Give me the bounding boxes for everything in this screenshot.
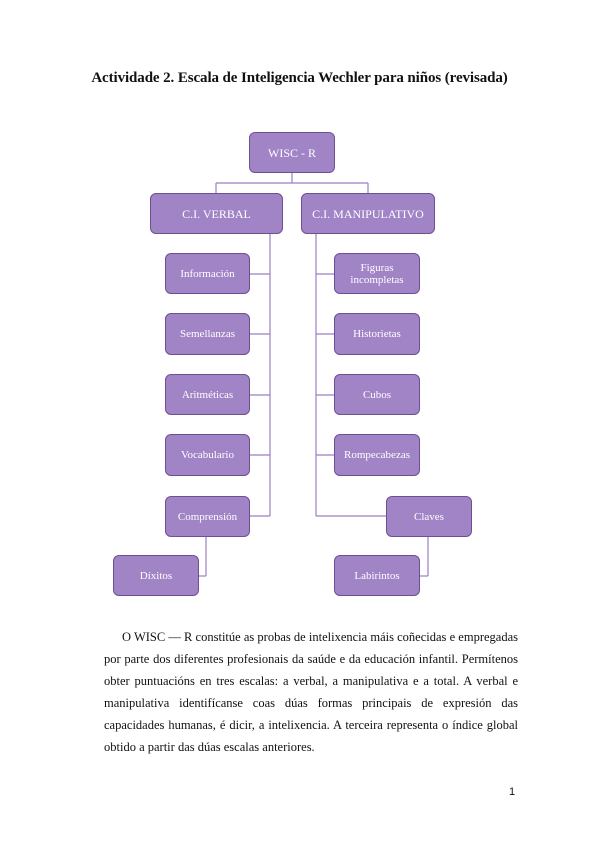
node-comprension: Comprensión bbox=[165, 496, 250, 537]
node-wisc-r: WISC - R bbox=[249, 132, 335, 173]
body-paragraph: O WISC — R constitúe as probas de inteli… bbox=[104, 626, 518, 758]
node-informacion: Información bbox=[165, 253, 250, 294]
node-dixitos: Díxitos bbox=[113, 555, 199, 596]
node-figuras-incompletas: Figuras incompletas bbox=[334, 253, 420, 294]
node-ci-verbal: C.I. VERBAL bbox=[150, 193, 283, 234]
node-aritmeticas: Aritméticas bbox=[165, 374, 250, 415]
page-number: 1 bbox=[509, 786, 516, 798]
node-historietas: Historietas bbox=[334, 313, 420, 355]
document-title: Actividade 2. Escala de Inteligencia Wec… bbox=[91, 70, 508, 86]
node-labirintos: Labirintos bbox=[334, 555, 420, 596]
node-rompecabezas: Rompecabezas bbox=[334, 434, 420, 476]
node-claves: Claves bbox=[386, 496, 472, 537]
node-cubos: Cubos bbox=[334, 374, 420, 415]
node-vocabulario: Vocabulario bbox=[165, 434, 250, 476]
node-semellanzas: Semellanzas bbox=[165, 313, 250, 355]
node-ci-manipulativo: C.I. MANIPULATIVO bbox=[301, 193, 435, 234]
paragraph-text: O WISC — R constitúe as probas de inteli… bbox=[104, 630, 518, 754]
